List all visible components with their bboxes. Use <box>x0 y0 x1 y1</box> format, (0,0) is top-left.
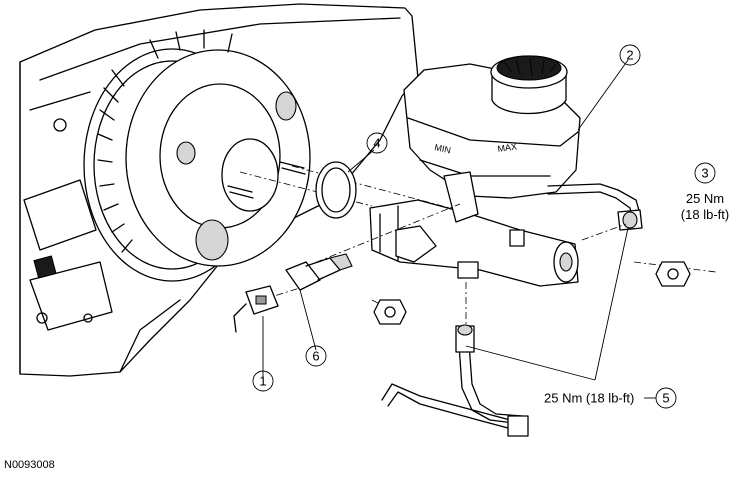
callout-2: 2 <box>619 44 641 66</box>
callout-3: 3 <box>694 162 716 184</box>
callout-1-label: 1 <box>259 374 266 389</box>
callout-3-label: 3 <box>701 166 708 181</box>
torque-spec-5: 25 Nm (18 lb-ft) <box>544 391 634 406</box>
leader-lines <box>262 59 656 399</box>
callout-1: 1 <box>252 370 274 392</box>
figure-id: N0093008 <box>4 459 55 471</box>
callout-2-label: 2 <box>626 48 633 63</box>
mounting-nut-3 <box>633 261 717 287</box>
callout-5-label: 5 <box>662 391 669 406</box>
torque-spec-3-line1: 25 Nm <box>686 191 724 206</box>
sensor-and-connector <box>233 203 461 333</box>
callout-5: 5 <box>655 387 677 409</box>
torque-spec-3-line2: (18 lb-ft) <box>681 207 729 222</box>
callout-4-label: 4 <box>373 136 380 151</box>
callout-6: 6 <box>305 345 327 367</box>
brake-lines <box>381 183 643 437</box>
seal-o-ring <box>315 161 357 219</box>
svg-text:MIN: MIN <box>434 142 452 155</box>
brake-booster <box>83 29 451 282</box>
callout-4: 4 <box>366 132 388 154</box>
mounting-nut-lower <box>371 299 407 325</box>
fluid-reservoir: MIN MAX <box>403 55 581 223</box>
svg-text:MAX: MAX <box>497 141 518 154</box>
callout-6-label: 6 <box>312 349 319 364</box>
